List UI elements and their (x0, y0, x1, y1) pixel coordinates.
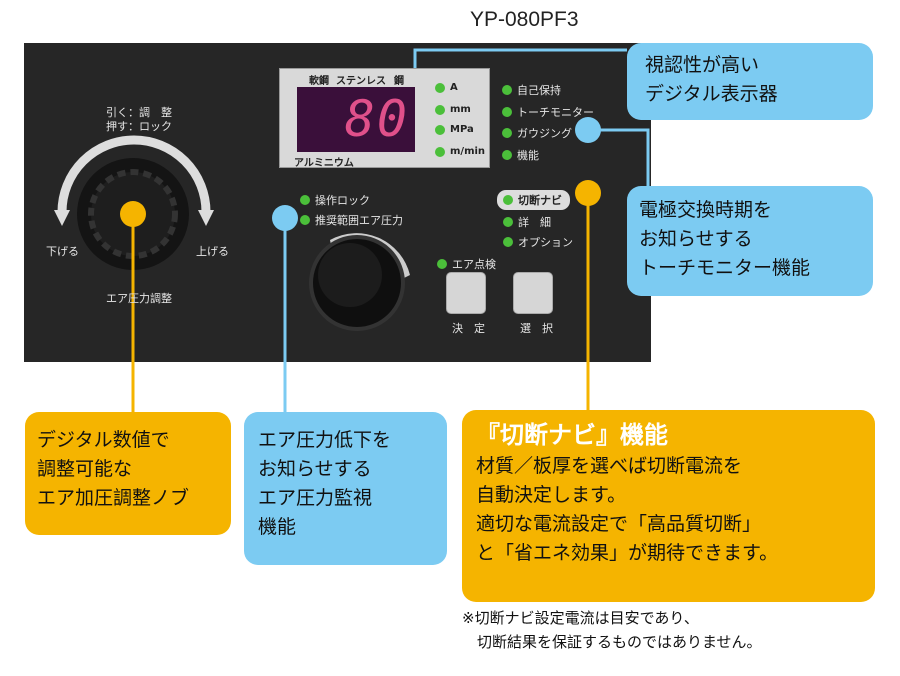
callout-line: 調整可能な (37, 458, 133, 480)
enter-label: 決 定 (452, 322, 485, 335)
knob-arc (57, 135, 211, 213)
knob-pull: 引く：調 整 (106, 106, 172, 119)
led-detail: 詳 細 (518, 216, 551, 229)
marker-dot (272, 205, 298, 231)
callout-title: 『切断ナビ』機能 (476, 421, 668, 449)
knob-instructions: 引く：調 整 押す：ロック (106, 106, 172, 134)
unit-mm: mm (450, 104, 471, 115)
callout-line: 機能 (258, 516, 297, 538)
callout-pressure: エア圧力低下を お知らせする エア圧力監視 機能 (244, 412, 447, 565)
material-stainless: ステンレス (336, 76, 386, 87)
callout-torch-monitor: 電極交換時期を お知らせする トーチモニター機能 (627, 186, 873, 296)
mode-self-hold: 自己保持 (517, 84, 561, 97)
knob-up-label: 上げる (196, 245, 229, 258)
mode-function: 機能 (517, 149, 539, 162)
mode-torch-monitor: トーチモニター (517, 106, 594, 119)
marker-dot (120, 201, 146, 227)
callout-line: デジタル数値で (37, 429, 170, 451)
callout-line: と「省エネ効果」が期待できます。 (476, 542, 779, 564)
material-mild-steel: 軟鋼 (309, 76, 329, 87)
led-option: オプション (518, 236, 573, 249)
callout-line: お知らせする (639, 228, 753, 250)
callout-display: 視認性が高い デジタル表示器 (627, 43, 873, 120)
unit-a: A (450, 82, 458, 93)
footnote-line: 切断結果を保証するものではありません。 (462, 633, 762, 651)
callout-line: 視認性が高い (645, 54, 760, 76)
footnote-line: ※切断ナビ設定電流は目安であり、 (462, 609, 699, 627)
material-aluminum: アルミニウム (294, 158, 354, 169)
arrow-down-icon (54, 210, 70, 226)
marker-dot (575, 180, 601, 206)
callout-line: トーチモニター機能 (639, 257, 811, 279)
callout-line: 自動決定します。 (476, 484, 627, 506)
led-air-check: エア点検 (452, 258, 496, 271)
callout-knob: デジタル数値で 調整可能な エア加圧調整ノブ (25, 412, 231, 535)
footnote: ※切断ナビ設定電流は目安であり、 切断結果を保証するものではありません。 (462, 606, 762, 654)
enter-button[interactable] (446, 272, 486, 314)
knob-down-label: 下げる (46, 245, 79, 258)
select-button[interactable] (513, 272, 553, 314)
marker-dot (575, 117, 601, 143)
select-label: 選 択 (520, 322, 553, 335)
knob-push: 押す：ロック (106, 120, 172, 133)
callout-line: エア圧力低下を (258, 429, 392, 451)
material-steel: 鋼 (394, 76, 404, 87)
unit-mmin: m/min (450, 146, 486, 157)
callout-line: 適切な電流設定で「高品質切断」 (476, 513, 762, 535)
callout-cut-navi: 『切断ナビ』機能 材質／板厚を選べば切断電流を 自動決定します。 適切な電流設定… (462, 410, 875, 602)
knob-label: エア圧力調整 (106, 292, 172, 305)
digital-display: 80 (297, 87, 415, 152)
arrow-up-icon (198, 210, 214, 226)
unit-mpa: MPa (450, 124, 474, 135)
led-cut-navi: 切断ナビ (518, 194, 562, 207)
callout-line: お知らせする (258, 458, 372, 480)
led-recommended-pressure: 推奨範囲エア圧力 (315, 214, 403, 227)
callout-line: デジタル表示器 (645, 83, 778, 105)
callout-line: 材質／板厚を選べば切断電流を (476, 455, 743, 477)
mode-gouging: ガウジング (517, 127, 572, 140)
callout-line: エア加圧調整ノブ (37, 487, 190, 509)
model-name: YP-080PF3 (470, 8, 579, 31)
led-operation-lock: 操作ロック (315, 194, 370, 207)
callout-line: エア圧力監視 (258, 487, 373, 509)
callout-line: 電極交換時期を (639, 199, 773, 221)
